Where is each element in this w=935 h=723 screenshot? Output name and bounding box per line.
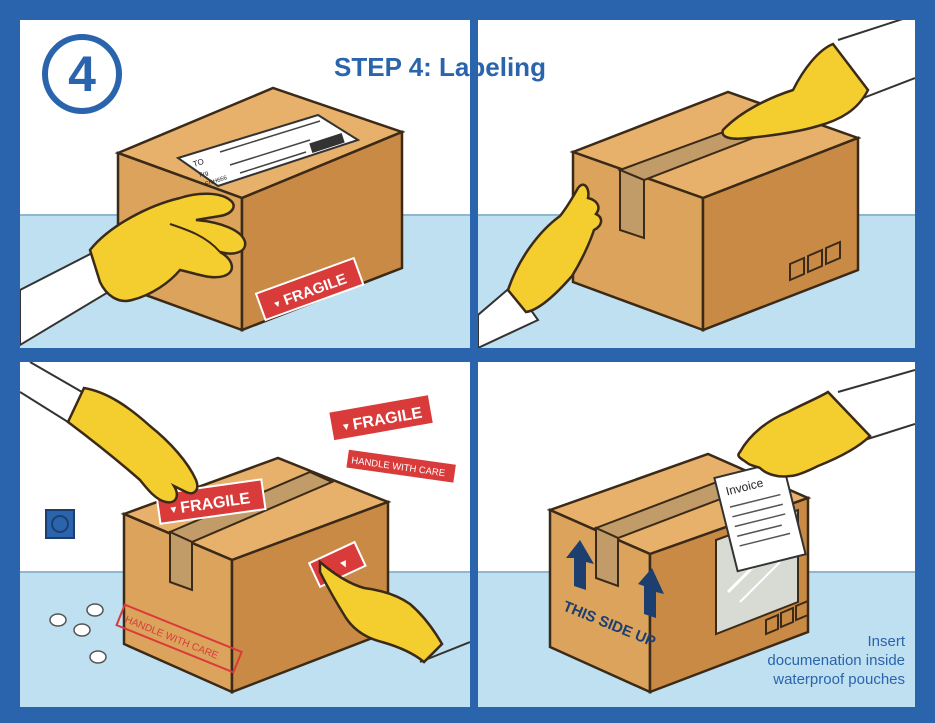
shipping-label: TO Frg FNH666	[175, 113, 361, 188]
caption-line-3: waterproof pouches	[773, 671, 905, 688]
glass-icon: ▼	[340, 421, 352, 434]
caption-line-1: Insert	[867, 633, 905, 650]
glove-hand-icon	[66, 386, 199, 504]
panel-3-illustration: HANDLE WITH CARE ▼ ▼ FRAGILE HANDLE WITH…	[20, 362, 470, 707]
packing-tape-front	[595, 526, 619, 588]
fragile-sticker-loose: ▼ FRAGILE	[327, 392, 436, 443]
glove-hand-icon	[318, 559, 444, 664]
glass-icon: ▼	[337, 557, 352, 572]
label-to-text: TO	[192, 157, 205, 169]
packing-tape-front	[619, 168, 645, 240]
panel-apply-shipping-label: TO Frg FNH666 ▼ FRAGILE	[20, 20, 470, 348]
packing-tape-front	[169, 530, 193, 592]
glove-hand-icon	[88, 192, 247, 303]
arrow-up-icon	[566, 540, 594, 590]
wall-outlet	[45, 509, 75, 539]
panel-4-illustration: THIS SIDE UP Invoice	[478, 369, 915, 707]
label-line-2: Frg	[199, 170, 209, 178]
glove-hand-icon	[721, 42, 870, 140]
caption-line-2: documenation inside	[767, 652, 905, 669]
glove-hand-icon	[737, 390, 872, 478]
handle-holes	[765, 599, 809, 636]
step-number-badge: 4	[42, 34, 122, 114]
glove-hand-icon	[506, 183, 603, 314]
caption-text: Insert documenation inside waterproof po…	[725, 632, 905, 689]
packing-peanuts	[49, 603, 107, 664]
page-title: STEP 4: Labeling	[334, 52, 546, 82]
handle-holes	[789, 240, 841, 282]
panel-tape-box	[478, 20, 915, 348]
panel-1-illustration: TO Frg FNH666 ▼ FRAGILE	[20, 86, 470, 348]
invoice-document: Invoice	[713, 459, 807, 573]
handle-with-care-sticker-loose: HANDLE WITH CARE	[344, 447, 459, 485]
box-side	[701, 136, 860, 332]
glass-icon: ▼	[168, 504, 179, 516]
glass-icon: ▼	[271, 298, 283, 310]
fragile-sticker-side: ▼ FRAGILE	[254, 256, 365, 322]
panel-insert-documentation: THIS SIDE UP Invoice	[478, 362, 915, 707]
panel-apply-fragile-stickers: HANDLE WITH CARE ▼ ▼ FRAGILE HANDLE WITH…	[20, 362, 470, 707]
arrow-up-icon	[638, 568, 664, 618]
panel-2-illustration	[478, 20, 915, 348]
barcode	[309, 132, 345, 154]
